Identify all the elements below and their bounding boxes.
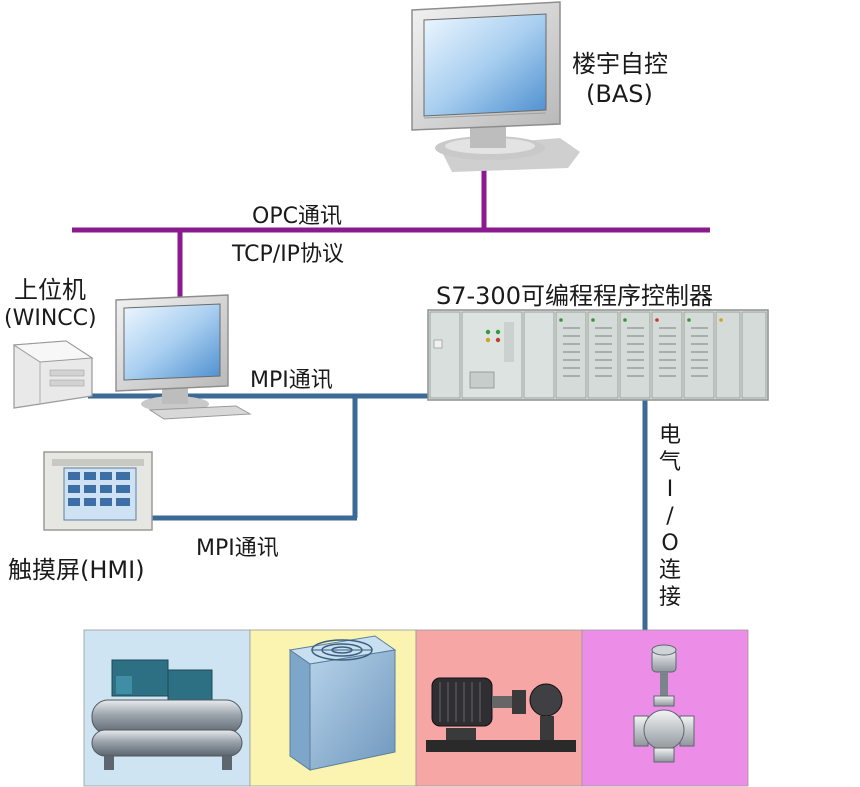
mpi-hmi-label: MPI通讯 xyxy=(196,536,279,561)
bas-subtitle: (BAS) xyxy=(586,80,653,108)
control-valve-icon xyxy=(581,629,749,787)
mpi-upper-label: MPI通讯 xyxy=(250,368,333,393)
tcpip-label: TCP/IP协议 xyxy=(232,242,344,267)
hmi-title: 触摸屏(HMI) xyxy=(8,556,145,584)
mpi-bus xyxy=(88,393,648,630)
desktop-computer-icon xyxy=(12,294,252,420)
water-pump-icon xyxy=(415,629,583,787)
crt-monitor-icon xyxy=(411,1,580,172)
plc-title: S7-300可编程程序控制器 xyxy=(436,282,713,310)
opc-bus xyxy=(72,160,710,297)
bas-title: 楼宇自控 xyxy=(572,50,668,78)
touch-panel-icon xyxy=(43,451,153,531)
io-connection-label: 电 气 I / O 连 接 xyxy=(658,423,681,610)
opc-label: OPC通讯 xyxy=(252,204,342,229)
cooling-tower-icon xyxy=(249,629,417,787)
chiller-icon xyxy=(83,629,251,787)
plc-rack-icon xyxy=(427,309,769,401)
upper-pc-subtitle: (WINCC) xyxy=(4,306,97,331)
upper-pc-title: 上位机 xyxy=(14,276,86,304)
